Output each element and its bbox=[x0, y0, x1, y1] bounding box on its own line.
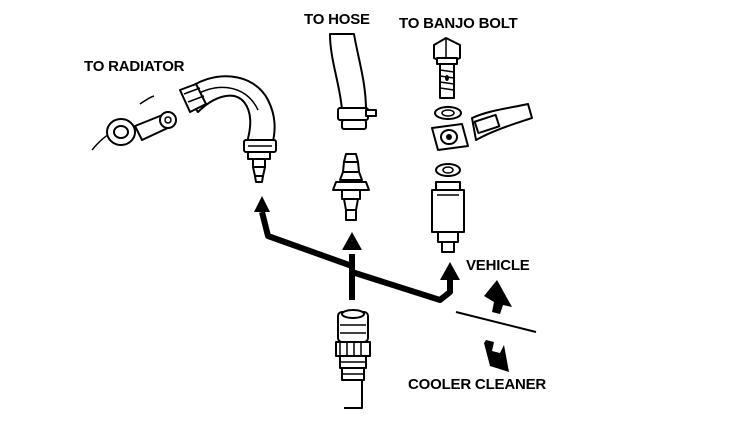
arrow-to-radiator bbox=[254, 196, 270, 212]
center-hose bbox=[329, 33, 377, 130]
vehicle-arrow bbox=[484, 280, 512, 314]
arrow-to-banjo bbox=[440, 262, 460, 280]
to-banjo-bolt-label: TO BANJO BOLT bbox=[399, 15, 518, 32]
radiator-hose bbox=[179, 75, 277, 183]
barbed-fitting bbox=[332, 153, 370, 221]
radiator-fitting bbox=[91, 95, 177, 151]
banjo-bolt bbox=[433, 37, 461, 99]
banjo-fitting bbox=[431, 103, 533, 151]
sealing-washer-bottom bbox=[435, 163, 461, 177]
flow-lines bbox=[254, 196, 460, 303]
to-hose-label: TO HOSE bbox=[304, 11, 370, 28]
cooler-cleaner-coupler bbox=[335, 309, 371, 409]
banjo-adapter bbox=[431, 181, 465, 253]
to-radiator-label: TO RADIATOR bbox=[84, 58, 185, 75]
sealing-washer-top bbox=[434, 106, 462, 120]
cooler-cleaner-arrow bbox=[484, 340, 509, 372]
vehicle-label: VEHICLE bbox=[466, 257, 530, 274]
arrow-to-hose bbox=[342, 232, 362, 250]
cooler-cleaner-label: COOLER CLEANER bbox=[408, 376, 547, 393]
direction-indicator bbox=[455, 280, 537, 372]
